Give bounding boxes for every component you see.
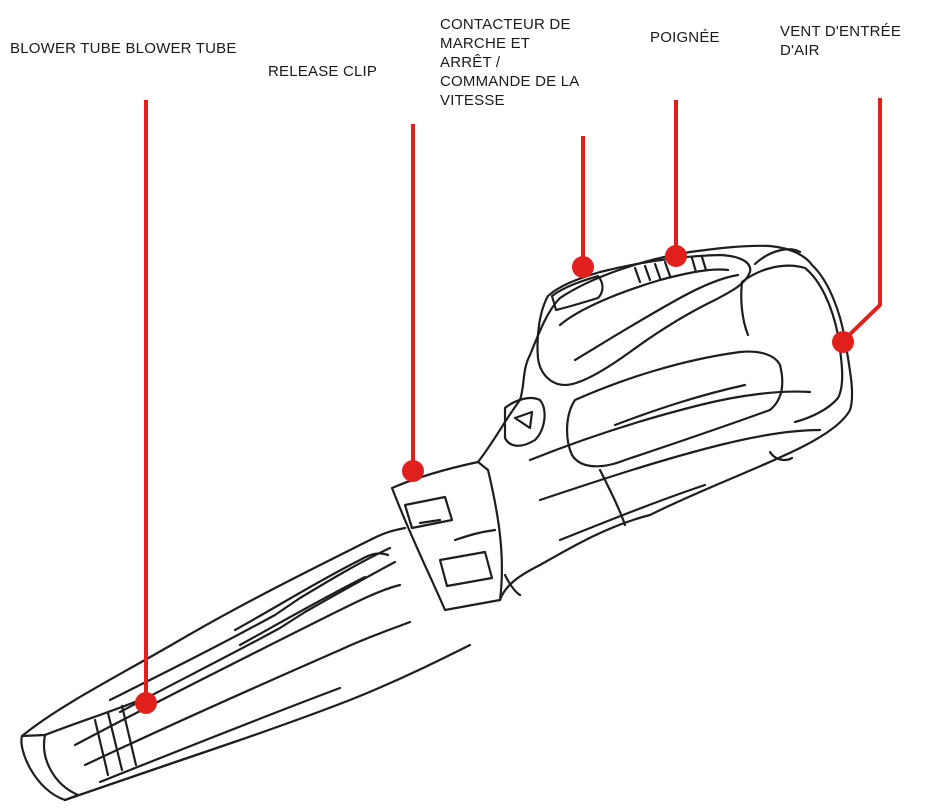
callout-dot-switch <box>572 256 594 278</box>
label-switch-line: VITESSE <box>440 92 505 109</box>
label-switch-line: ARRÊT / <box>440 54 501 71</box>
callout-dot-air-vent <box>832 331 854 353</box>
rear-housing <box>740 264 844 424</box>
label-switch: CONTACTEUR DE MARCHE ET ARRÊT / COMMANDE… <box>440 15 580 110</box>
label-air-vent-line: D'AIR <box>780 42 820 59</box>
label-air-vent: VENT D'ENTRÉE D'AIR <box>780 22 901 60</box>
switch-button <box>550 274 604 312</box>
label-air-vent-line: VENT D'ENTRÉE <box>780 23 902 40</box>
label-switch-line: MARCHE ET <box>440 35 531 52</box>
release-clip-collar <box>390 460 504 612</box>
label-switch-line: COMMANDE DE LA <box>440 73 580 90</box>
callout-dot-handle <box>665 245 687 267</box>
handle-loop <box>536 253 752 387</box>
nozzle-mouth <box>20 733 80 802</box>
label-handle: POIGNÉE <box>650 29 720 46</box>
callouts <box>135 98 882 714</box>
label-release-clip: RELEASE CLIP <box>268 63 378 80</box>
tube-top-edge <box>20 526 407 738</box>
callout-line-air-vent <box>841 98 882 343</box>
tube-bottom-edge <box>63 643 472 802</box>
label-switch-line: CONTACTEUR DE <box>440 16 571 33</box>
callout-dot-blower-tube <box>135 692 157 714</box>
callout-dot-release-clip <box>402 460 424 482</box>
label-blower-tube: BLOWER TUBE BLOWER TUBE <box>10 40 237 57</box>
blower-outline <box>20 244 854 802</box>
body-outline <box>476 244 854 602</box>
